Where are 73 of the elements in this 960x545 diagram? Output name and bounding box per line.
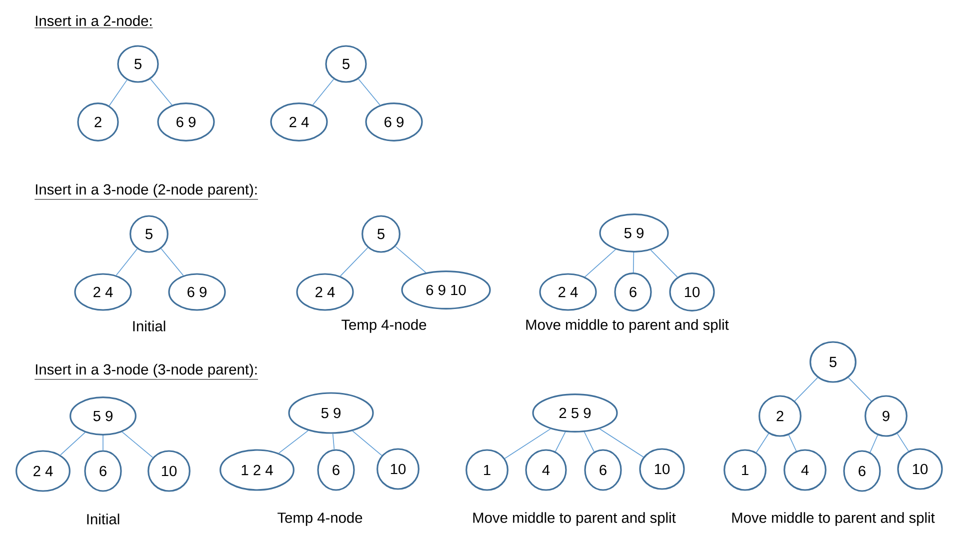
connector-line	[60, 432, 86, 456]
connector-line	[599, 428, 644, 458]
connector-line	[312, 78, 334, 106]
tree-node: 1	[466, 449, 508, 491]
connector-line	[504, 428, 551, 459]
section-heading: Insert in a 3-node (3-node parent):	[34, 364, 258, 380]
tree-node: 2	[77, 102, 119, 142]
tree-node: 6 9	[365, 102, 423, 142]
connector-line	[352, 430, 382, 456]
connector-line	[340, 247, 368, 276]
tree-node: 6	[843, 450, 881, 492]
tree-node: 2	[758, 395, 802, 437]
tree-node: 6	[584, 449, 622, 491]
section-heading: Insert in a 3-node (2-node parent):	[34, 184, 258, 200]
connector-line	[555, 432, 566, 452]
tree-node: 10	[639, 448, 685, 490]
caption: Temp 4-node	[278, 512, 362, 526]
tree-node: 6	[84, 450, 122, 492]
caption: Move middle to parent and split	[473, 512, 676, 526]
tree-node: 4	[784, 449, 826, 491]
tree-node: 2 4	[270, 102, 328, 142]
connector-line	[395, 246, 426, 273]
connector-line	[358, 78, 380, 106]
connector-line	[756, 433, 769, 453]
connector-line	[108, 80, 128, 106]
connector-line	[584, 432, 594, 452]
connector-line	[794, 377, 818, 402]
tree-node: 5	[362, 215, 400, 253]
tree-node: 10	[376, 448, 420, 490]
tree-node: 5 9	[599, 214, 669, 252]
tree-node: 5	[325, 45, 367, 83]
tree-node: 6 9	[157, 102, 215, 142]
tree-node: 6	[317, 449, 355, 491]
connector-line	[848, 377, 872, 402]
tree-node: 10	[148, 450, 190, 492]
connector-line	[632, 252, 634, 273]
connector-line	[150, 78, 172, 106]
connector-line	[332, 433, 335, 450]
connector-line	[584, 249, 616, 278]
tree-node: 6 9	[168, 273, 226, 311]
connector-line	[788, 434, 797, 452]
connector-line	[122, 432, 154, 458]
tree-node: 5	[130, 215, 168, 253]
tree-node: 10	[897, 448, 943, 490]
tree-node: 1 2 4	[220, 449, 294, 491]
tree-node: 2 4	[296, 273, 354, 311]
tree-node: 5 9	[288, 392, 374, 434]
connector-line	[650, 250, 678, 278]
tree-node: 2 5 9	[532, 394, 618, 432]
connector-line	[278, 430, 309, 454]
connector-line	[116, 248, 138, 276]
connector-line	[870, 434, 878, 453]
tree-node: 1	[724, 449, 766, 491]
caption: Temp 4-node	[342, 319, 426, 333]
tree-node: 2 4	[74, 273, 132, 311]
tree-node: 6 9 10	[401, 270, 491, 310]
caption: Move middle to parent and split	[526, 319, 729, 333]
tree-node: 5	[117, 45, 159, 83]
caption: Initial	[87, 514, 120, 524]
caption: Initial	[133, 320, 166, 332]
caption: Move middle to parent and split	[732, 512, 935, 526]
tree-node: 2 4	[16, 450, 70, 492]
connector-line	[160, 248, 184, 276]
tree-node: 6	[614, 272, 652, 312]
tree-node: 10	[669, 272, 715, 312]
section-heading: Insert in a 2-node:	[34, 15, 154, 28]
tree-node: 5	[810, 341, 856, 383]
connector-line	[102, 435, 104, 451]
tree-node: 4	[525, 449, 567, 491]
tree-node: 5 9	[70, 396, 136, 436]
tree-node: 2 4	[539, 273, 597, 311]
connector-line	[896, 433, 909, 452]
tree-node: 9	[864, 395, 908, 437]
